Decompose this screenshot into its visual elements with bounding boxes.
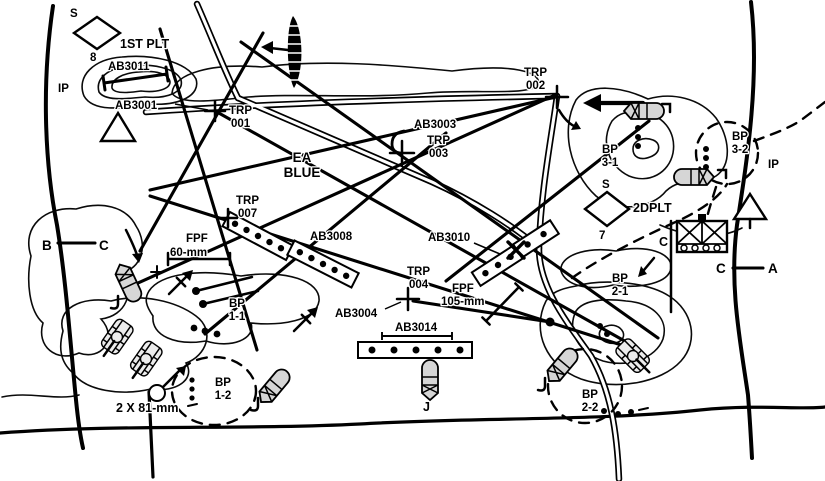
seq8-label: 8	[90, 52, 97, 64]
trp001-label: TRP	[229, 105, 252, 117]
plt2-s-diamond	[583, 190, 631, 228]
east-boundary-line	[732, 0, 757, 460]
ab3011-label: AB3011	[108, 61, 150, 73]
bp22-label: BP	[582, 389, 598, 401]
ea-name-line2: BLUE	[284, 165, 321, 180]
trp004-num: 004	[409, 279, 429, 291]
trp-001-cross	[203, 99, 227, 123]
bfv-vehicle	[421, 359, 439, 401]
trp-003-cross	[388, 139, 416, 167]
bp21-num: 2-1	[612, 286, 629, 298]
weapon-symbols	[148, 268, 610, 402]
west-boundary-line	[43, 4, 85, 450]
fpf60-label: FPF	[186, 233, 208, 245]
bp-1-2-dashed-outline	[170, 355, 258, 427]
trp-002-cross	[544, 84, 570, 110]
ea-name-line1: EA	[293, 150, 312, 165]
stake-hook	[716, 168, 728, 180]
route-northeast	[752, 100, 825, 143]
ab3011-obstacle-symbol	[101, 65, 170, 92]
bp22-num: 2-2	[582, 402, 599, 414]
ab3010-minefield	[470, 218, 561, 288]
arrow-into-bp21	[638, 256, 656, 277]
screen-crescent	[261, 16, 302, 88]
bp-2-2-dashed-outline	[546, 347, 624, 425]
trp002-num: 002	[526, 80, 545, 92]
arrow-from-boundary	[124, 228, 143, 263]
ip-right-label: IP	[768, 159, 779, 171]
labels: S 1ST PLT 8 AB3011 IP AB3001 TRP 001 TRP…	[41, 7, 781, 417]
unit-symbols	[56, 15, 769, 314]
south-cross-line	[147, 390, 155, 479]
fpf-105mm-line	[481, 282, 524, 326]
trp-007-cross	[217, 207, 239, 229]
company-c-flag	[669, 214, 729, 314]
south-terrain-line	[0, 405, 825, 435]
stake-hook	[536, 376, 547, 392]
ab3003-label: AB3003	[414, 119, 456, 131]
arrow-into-bp31	[557, 108, 581, 130]
arrows	[124, 94, 656, 277]
s-right-label: S	[602, 179, 610, 191]
boundary-b-label: B	[42, 238, 52, 253]
stake-hook	[660, 102, 672, 114]
ab3008-minefield	[221, 210, 361, 289]
bfv-vehicle	[623, 102, 665, 120]
ab3001-label: AB3001	[115, 100, 158, 112]
plt1-s-diamond	[71, 15, 123, 51]
trp003-num: 003	[429, 148, 448, 160]
trp001-num: 001	[231, 118, 251, 130]
plt2-label: 2DPLT	[633, 201, 672, 215]
trp002-label: TRP	[524, 67, 547, 79]
bp11-label: BP	[229, 298, 245, 310]
trp-004-cross	[395, 286, 421, 312]
mortar-symbol	[148, 366, 186, 402]
bp12-num: 1-2	[215, 390, 232, 402]
ab3008-label: AB3008	[310, 231, 353, 243]
trp004-label: TRP	[407, 266, 430, 278]
company-c-label: C	[659, 235, 668, 249]
fpf-symbols	[166, 251, 524, 326]
route-to-ip	[704, 185, 718, 224]
ab3014-minefield	[357, 332, 473, 359]
trp003-label: TRP	[427, 135, 450, 147]
seq7-label: 7	[599, 230, 605, 242]
ab3004-label: AB3004	[335, 308, 378, 320]
fpf105-caliber: 105-mm	[441, 296, 484, 308]
target-cross	[150, 265, 164, 279]
mortars-label: 2 X 81-mm	[116, 401, 179, 415]
trp007-num: 007	[238, 208, 257, 220]
bp11-num: 1-1	[229, 311, 246, 323]
ab3014-label: AB3014	[395, 322, 438, 334]
bp21-label: BP	[612, 273, 628, 285]
stake-hook	[249, 396, 260, 412]
trp-crosses	[150, 84, 570, 312]
trp007-label: TRP	[236, 195, 259, 207]
bp32-label: BP	[732, 131, 748, 143]
bp31-label: BP	[602, 144, 618, 156]
obstacle-graphics	[101, 65, 561, 359]
ab3010-label: AB3010	[428, 232, 470, 244]
s-left-label: S	[70, 8, 78, 20]
ip-left-label: IP	[58, 83, 69, 95]
position-dots	[187, 125, 709, 417]
bp12-label: BP	[215, 377, 231, 389]
vehicle-symbols	[94, 102, 728, 412]
bp-3-2-dashed-outline	[694, 120, 760, 186]
fpf105-label: FPF	[452, 283, 474, 295]
boundary-c-left-label: C	[99, 238, 109, 253]
fpf-60mm-line	[166, 251, 232, 267]
bfv-vehicle	[673, 168, 715, 186]
j-label: J	[423, 400, 430, 414]
west-triangle-op	[98, 110, 138, 143]
bp31-num: 3-1	[602, 157, 619, 169]
fpf60-caliber: 60-mm	[170, 247, 207, 259]
plt1-label: 1ST PLT	[120, 37, 169, 51]
boundary-a-label: A	[768, 261, 778, 276]
stake-hook	[109, 294, 120, 310]
bp32-num: 3-2	[732, 144, 749, 156]
boundary-c-right-label: C	[716, 261, 726, 276]
